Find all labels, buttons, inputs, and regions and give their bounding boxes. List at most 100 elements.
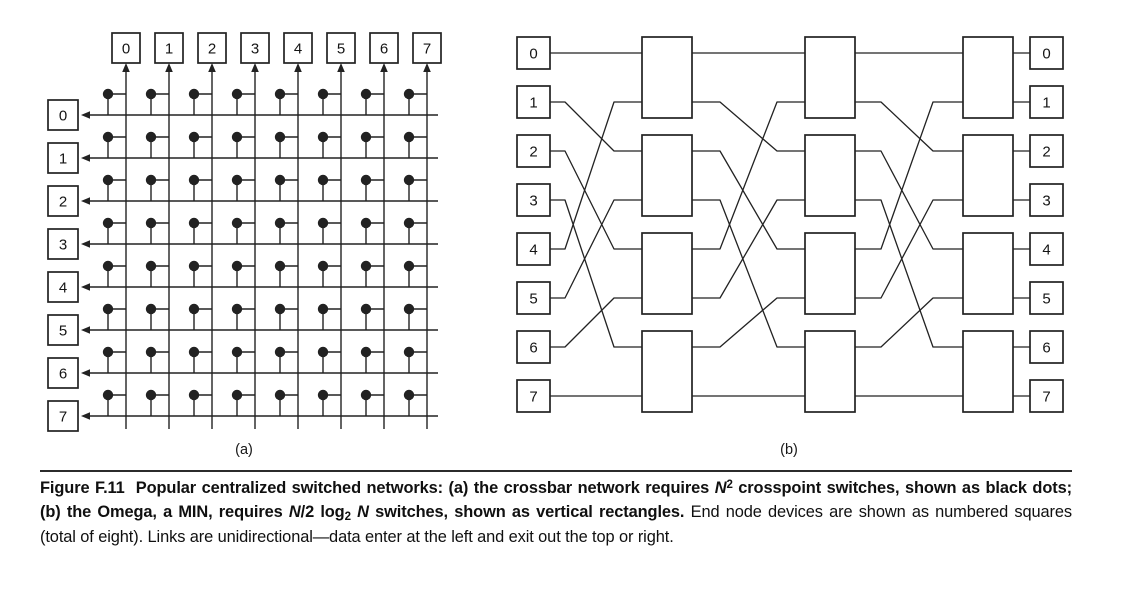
endnode-box-left-5-label: 5 xyxy=(59,322,67,339)
crosspoint-dot xyxy=(274,131,286,143)
endnode-box-right-6 xyxy=(1029,330,1064,364)
crosspoint-dot xyxy=(360,389,372,401)
omega-link-shuffle xyxy=(855,150,963,250)
arrowhead-left-icon xyxy=(81,412,90,420)
endnode-box-left-0-label: 0 xyxy=(529,45,537,62)
endnode-box-left-0 xyxy=(47,99,79,131)
crosspoint-dot xyxy=(317,217,329,229)
endnode-box-left-7-label: 7 xyxy=(59,408,67,425)
endnode-box-right-0 xyxy=(1029,36,1064,70)
omega-switch-rect xyxy=(962,36,1014,119)
endnode-box-left-6 xyxy=(516,330,551,364)
endnode-box-left-1 xyxy=(47,142,79,174)
crosspoint-dot xyxy=(317,88,329,100)
omega-link-shuffle xyxy=(692,199,805,348)
crosspoint-dot xyxy=(274,217,286,229)
endnode-box-left-4-label: 4 xyxy=(59,279,67,296)
crosspoint-dot xyxy=(231,88,243,100)
endnode-box-top-7-label: 7 xyxy=(423,40,431,57)
endnode-box-left-7-label: 7 xyxy=(529,388,537,405)
endnode-box-left-3 xyxy=(516,183,551,217)
arrowhead-left-icon xyxy=(81,369,90,377)
endnode-box-top-0 xyxy=(111,32,141,64)
omega-switch-rect xyxy=(641,330,693,413)
endnode-box-left-5 xyxy=(516,281,551,315)
panel-label-a: (a) xyxy=(235,442,253,458)
crosspoint-dot xyxy=(188,88,200,100)
endnode-box-left-5-label: 5 xyxy=(529,290,537,307)
omega-switch-rect xyxy=(804,232,856,315)
endnode-box-left-2 xyxy=(47,185,79,217)
endnode-box-right-5 xyxy=(1029,281,1064,315)
arrowhead-up-icon xyxy=(423,63,431,72)
arrowhead-left-icon xyxy=(81,240,90,248)
omega-link-shuffle xyxy=(855,101,963,250)
endnode-box-top-3 xyxy=(240,32,270,64)
caption-segment: /2 log xyxy=(300,503,345,522)
endnode-box-right-7 xyxy=(1029,379,1064,413)
endnode-box-right-5-label: 5 xyxy=(1042,290,1050,307)
endnode-box-right-4 xyxy=(1029,232,1064,266)
omega-switch-rect xyxy=(641,232,693,315)
omega-link-shuffle xyxy=(550,199,642,348)
crosspoint-dot xyxy=(145,174,157,186)
endnode-box-left-3 xyxy=(47,228,79,260)
crosspoint-dot xyxy=(403,217,415,229)
endnode-box-left-3-label: 3 xyxy=(529,192,537,209)
caption-segment: N xyxy=(714,479,727,497)
crosspoint-dot xyxy=(188,260,200,272)
crosspoint-dot xyxy=(102,131,114,143)
crosspoint-dot xyxy=(403,131,415,143)
crosspoint-dot xyxy=(145,260,157,272)
crosspoint-dot xyxy=(145,131,157,143)
crosspoint-dot xyxy=(274,346,286,358)
caption-segment: N xyxy=(357,503,369,522)
crosspoint-dot xyxy=(188,346,200,358)
endnode-box-left-4-label: 4 xyxy=(529,241,537,258)
arrowhead-up-icon xyxy=(337,63,345,72)
crosspoint-dot xyxy=(403,346,415,358)
endnode-box-left-5 xyxy=(47,314,79,346)
caption-segment: End node devices are shown as numbered s… xyxy=(40,503,1072,546)
arrowhead-left-icon xyxy=(81,111,90,119)
crosspoint-dot xyxy=(403,88,415,100)
endnode-box-top-6 xyxy=(369,32,399,64)
endnode-box-top-0-label: 0 xyxy=(122,40,130,57)
omega-switch-rect xyxy=(962,134,1014,217)
crosspoint-dot xyxy=(231,346,243,358)
endnode-box-right-3-label: 3 xyxy=(1042,192,1050,209)
omega-switch-rect xyxy=(962,330,1014,413)
endnode-box-left-0 xyxy=(516,36,551,70)
crosspoint-dot xyxy=(274,88,286,100)
arrowhead-left-icon xyxy=(81,154,90,162)
omega-link-shuffle xyxy=(855,199,963,348)
crosspoint-dot xyxy=(231,260,243,272)
omega-link-shuffle xyxy=(550,297,642,348)
figure-caption: Figure F.11 Popular centralized switched… xyxy=(40,477,1072,548)
crosspoint-dot xyxy=(145,88,157,100)
crosspoint-dot xyxy=(274,174,286,186)
omega-switch-rect xyxy=(641,134,693,217)
crosspoint-dot xyxy=(188,217,200,229)
crosspoint-dot xyxy=(274,260,286,272)
endnode-box-right-6-label: 6 xyxy=(1042,339,1050,356)
crosspoint-dot xyxy=(231,217,243,229)
omega-link-shuffle xyxy=(855,101,963,152)
crosspoint-dot xyxy=(360,217,372,229)
endnode-box-top-6-label: 6 xyxy=(380,40,388,57)
endnode-box-top-5-label: 5 xyxy=(337,40,345,57)
omega-link-shuffle xyxy=(692,297,805,348)
arrowhead-up-icon xyxy=(165,63,173,72)
caption-segment: crosspoint switches, shown as black dots… xyxy=(40,479,1072,522)
crosspoint-dot xyxy=(102,217,114,229)
crosspoint-dot xyxy=(102,260,114,272)
omega-switch-rect xyxy=(804,134,856,217)
endnode-box-left-1-label: 1 xyxy=(59,150,67,167)
endnode-box-right-2 xyxy=(1029,134,1064,168)
endnode-box-top-2 xyxy=(197,32,227,64)
crosspoint-dot xyxy=(317,303,329,315)
crosspoint-dot xyxy=(102,346,114,358)
caption-segment: Figure F.11 Popular centralized switched… xyxy=(40,479,715,497)
crosspoint-dot xyxy=(188,131,200,143)
